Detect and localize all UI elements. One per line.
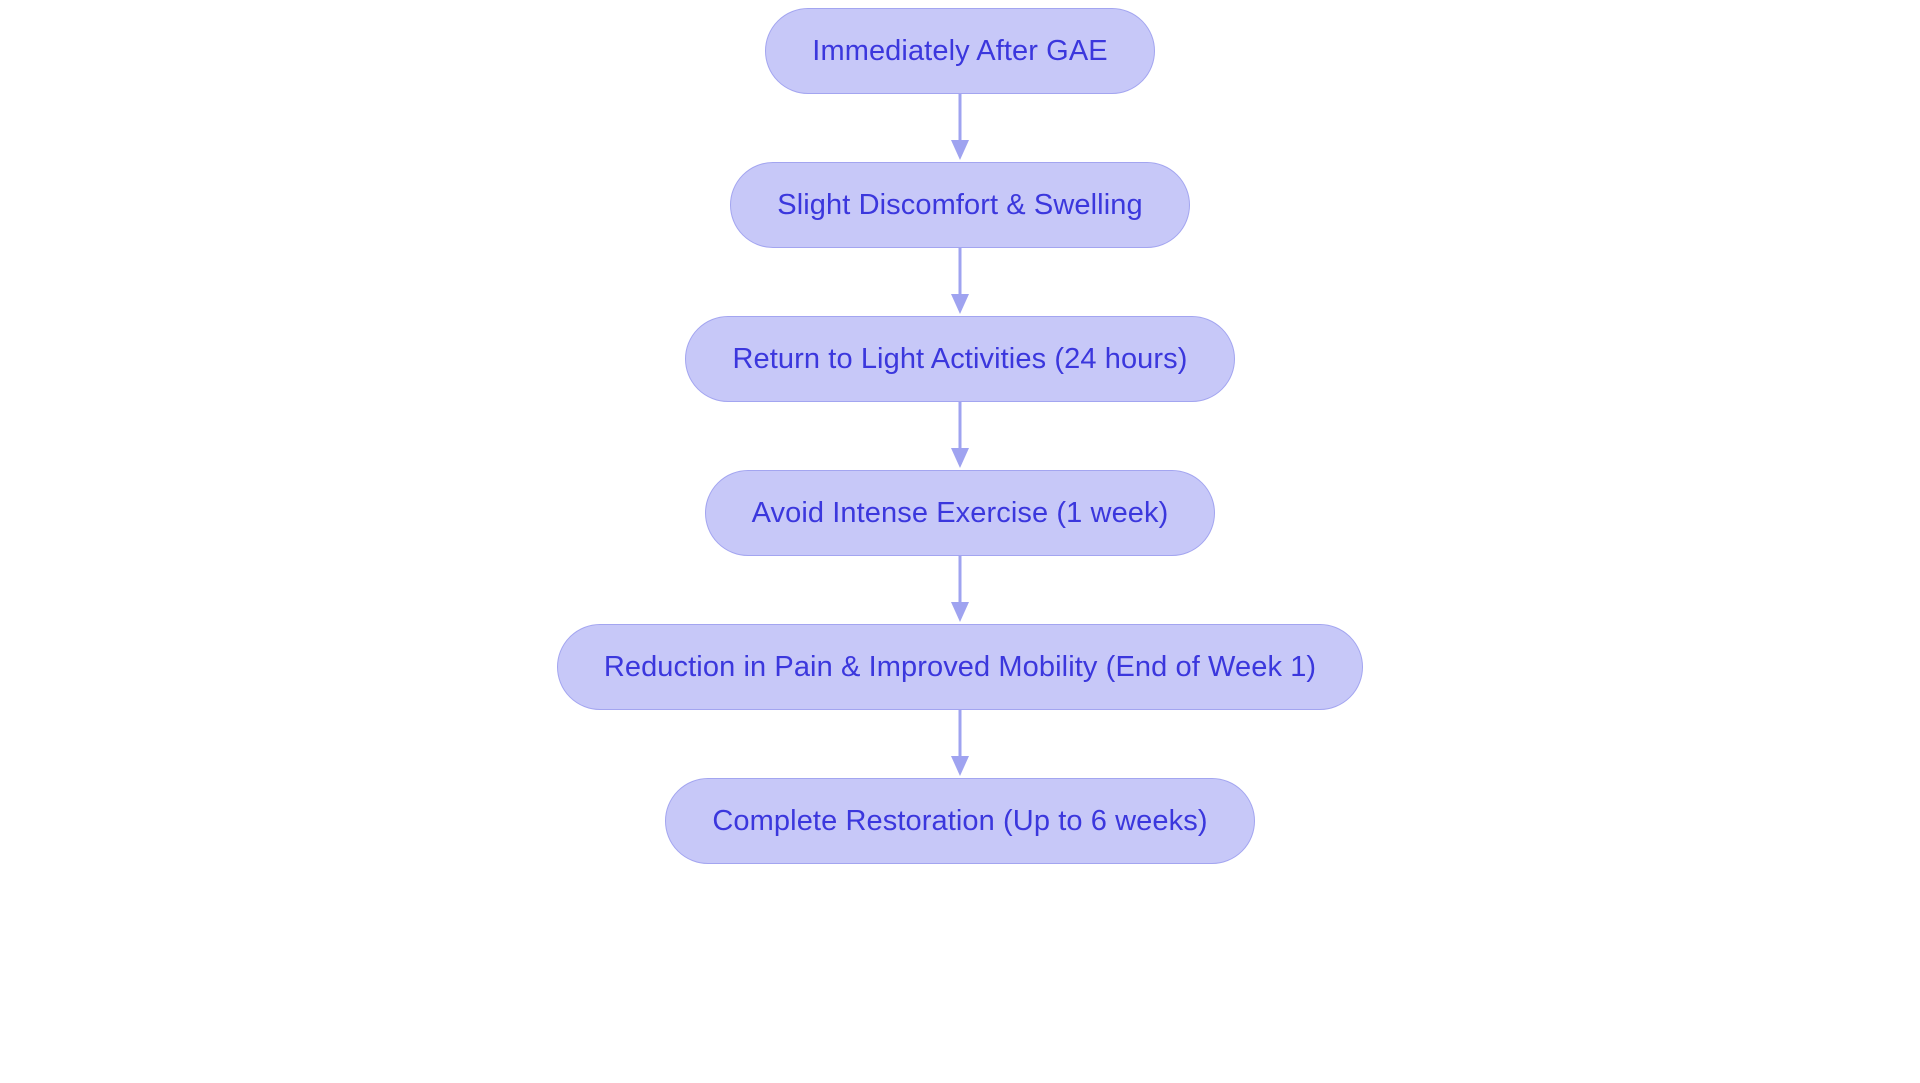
flow-node-complete-restoration[interactable]: Complete Restoration (Up to 6 weeks) bbox=[665, 778, 1255, 864]
flow-node-label: Return to Light Activities (24 hours) bbox=[732, 342, 1188, 375]
flow-step-4: Avoid Intense Exercise (1 week) bbox=[0, 470, 1920, 624]
flow-node-label: Slight Discomfort & Swelling bbox=[777, 188, 1143, 221]
flow-node-return-to-light-activities[interactable]: Return to Light Activities (24 hours) bbox=[685, 316, 1235, 402]
flow-node-avoid-intense-exercise[interactable]: Avoid Intense Exercise (1 week) bbox=[704, 470, 1216, 556]
flow-step-3: Return to Light Activities (24 hours) bbox=[0, 316, 1920, 470]
flow-step-5: Reduction in Pain & Improved Mobility (E… bbox=[0, 624, 1920, 778]
connector-arrow-2 bbox=[951, 248, 969, 314]
flow-node-slight-discomfort-swelling[interactable]: Slight Discomfort & Swelling bbox=[730, 162, 1190, 248]
flow-node-immediately-after-gae[interactable]: Immediately After GAE bbox=[765, 8, 1155, 94]
connector-arrow-3 bbox=[951, 402, 969, 468]
flow-node-label: Immediately After GAE bbox=[812, 34, 1108, 67]
flow-step-6: Complete Restoration (Up to 6 weeks) bbox=[0, 778, 1920, 864]
connector-arrow-5 bbox=[951, 710, 969, 776]
flowchart-node-stack: Immediately After GAE Slight Discomfort … bbox=[0, 8, 1920, 864]
connector-arrow-1 bbox=[951, 94, 969, 160]
connector-arrow-4 bbox=[951, 556, 969, 622]
flow-node-label: Reduction in Pain & Improved Mobility (E… bbox=[603, 650, 1317, 683]
flow-node-reduction-in-pain-improved-mobility[interactable]: Reduction in Pain & Improved Mobility (E… bbox=[556, 624, 1364, 710]
flow-step-1: Immediately After GAE bbox=[0, 8, 1920, 162]
flow-step-2: Slight Discomfort & Swelling bbox=[0, 162, 1920, 316]
flow-node-label: Avoid Intense Exercise (1 week) bbox=[751, 496, 1169, 529]
flow-node-label: Complete Restoration (Up to 6 weeks) bbox=[712, 804, 1208, 837]
